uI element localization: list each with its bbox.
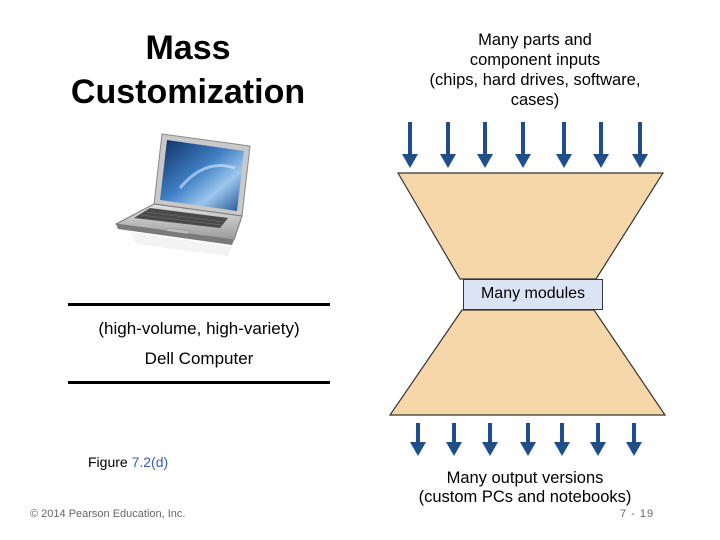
- outputs-label: Many output versions (custom PCs and not…: [390, 469, 660, 507]
- input-arrowhead: [632, 154, 648, 168]
- volume-variety-label: (high-volume, high-variety): [98, 319, 300, 338]
- figure-number: 7.2(d): [131, 454, 169, 470]
- bottom-rule: [68, 381, 330, 384]
- mass-customization-diagram: [388, 122, 667, 456]
- top-rule: [68, 303, 330, 306]
- output-arrowhead: [410, 442, 426, 456]
- modules-box: Many modules: [463, 279, 603, 310]
- laptop-icon: [114, 133, 251, 256]
- inputs-label-line-4: cases): [510, 91, 560, 109]
- output-funnel: [388, 309, 667, 416]
- outputs-label-line-1: Many output versions: [446, 469, 604, 487]
- input-arrowhead: [556, 154, 572, 168]
- input-arrowhead: [440, 154, 456, 168]
- inputs-label: Many parts and component inputs (chips, …: [390, 30, 680, 110]
- output-arrowhead: [482, 442, 498, 456]
- page-number: 7 - 19: [620, 508, 655, 520]
- input-arrowhead: [515, 154, 531, 168]
- inputs-label-line-3: (chips, hard drives, software,: [429, 71, 641, 89]
- output-arrowhead: [446, 442, 462, 456]
- input-arrows: [402, 122, 648, 168]
- figure-caption: Figure 7.2(d): [88, 454, 168, 470]
- title-line-1: Mass: [145, 29, 231, 67]
- input-arrowhead: [477, 154, 493, 168]
- title-line-2: Customization: [70, 73, 306, 111]
- inputs-label-line-1: Many parts and: [478, 31, 592, 49]
- outputs-label-line-2: (custom PCs and notebooks): [418, 488, 632, 506]
- slide-title: Mass Customization: [18, 26, 358, 114]
- output-arrowhead: [520, 442, 536, 456]
- copyright-footer: © 2014 Pearson Education, Inc.: [30, 508, 186, 520]
- output-arrowhead: [626, 442, 642, 456]
- input-funnel: [396, 172, 665, 280]
- input-arrowhead: [593, 154, 609, 168]
- input-arrowhead: [402, 154, 418, 168]
- figure-prefix: Figure: [88, 454, 132, 470]
- output-arrowhead: [590, 442, 606, 456]
- output-arrows: [410, 423, 642, 456]
- inputs-label-line-2: component inputs: [469, 51, 601, 69]
- company-label: Dell Computer: [144, 349, 254, 368]
- output-arrowhead: [554, 442, 570, 456]
